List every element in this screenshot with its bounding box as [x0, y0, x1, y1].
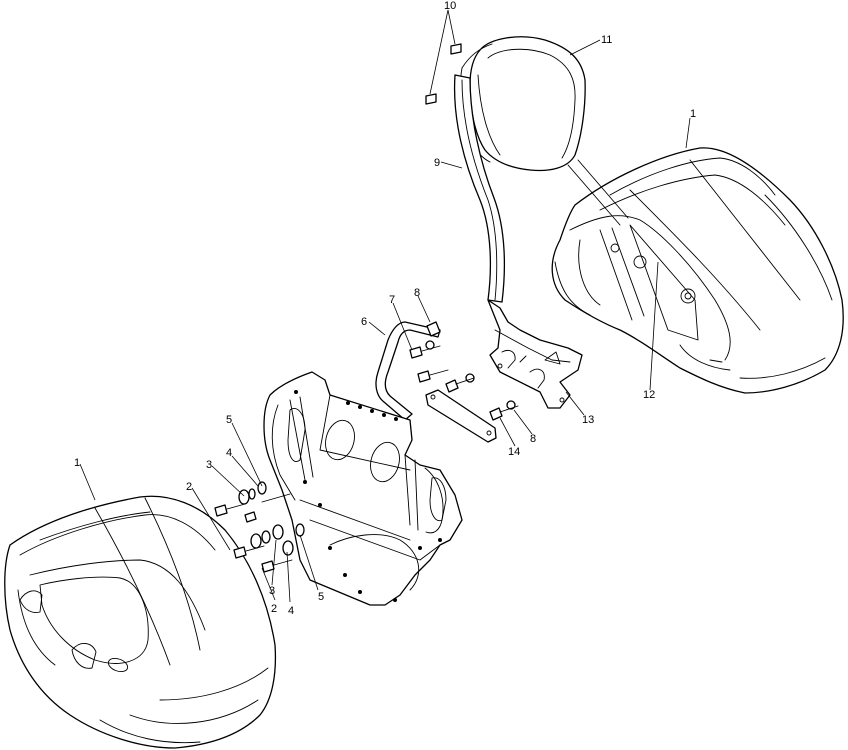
fasteners: [214, 43, 519, 573]
mounting-plate: [263, 371, 463, 606]
callout-3-lower: 3: [269, 585, 275, 597]
callout-4-upper: 4: [226, 447, 232, 459]
leader-lines: [79, 9, 691, 603]
callout-5-upper: 5: [226, 414, 232, 426]
callout-12: 12: [643, 389, 655, 401]
callout-6: 6: [361, 316, 367, 328]
callout-3-upper: 3: [206, 459, 212, 471]
callout-5-lower: 5: [318, 591, 324, 603]
callout-13: 13: [582, 414, 594, 426]
right-saddlebag: [551, 147, 844, 394]
callout-14: 14: [508, 446, 520, 458]
callout-1-left: 1: [74, 457, 80, 469]
left-saddlebag: [4, 495, 277, 749]
backrest-upright: [453, 74, 629, 303]
callout-2-lower: 2: [271, 603, 277, 615]
callout-1-right: 1: [690, 108, 696, 120]
callout-11: 11: [601, 34, 612, 46]
strap-14: [425, 389, 497, 443]
callout-8-lower: 8: [530, 433, 536, 445]
rod-6: [375, 321, 441, 421]
callout-7: 7: [389, 294, 395, 306]
callout-8-upper: 8: [414, 287, 420, 299]
callout-4-lower: 4: [288, 605, 294, 617]
callout-2-upper: 2: [186, 481, 192, 493]
callout-10: 10: [444, 0, 456, 12]
mount-bracket-13: [487, 299, 583, 409]
callout-9: 9: [434, 157, 440, 169]
callout-labels: 10 11 9 1 12 13 7 8 6 8 14 1 2 3 4 5 2 3…: [74, 0, 696, 617]
